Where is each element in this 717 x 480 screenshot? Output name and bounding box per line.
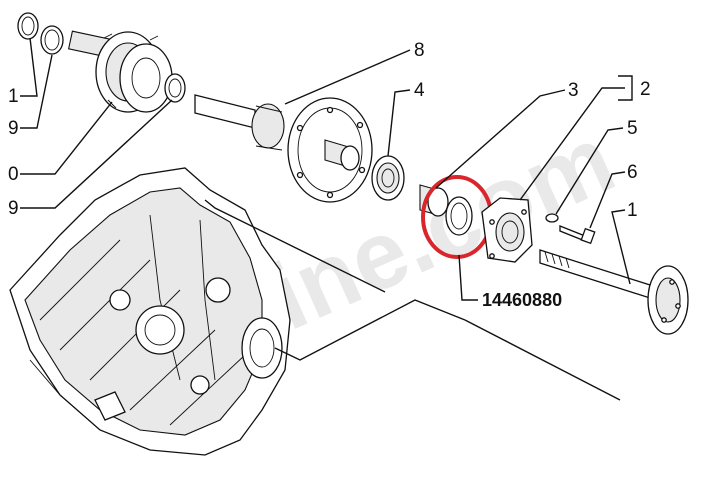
callout-label-1-right: 1 xyxy=(627,200,638,221)
oil-seal-highlighted xyxy=(445,196,473,236)
snap-ring-part-1 xyxy=(17,12,39,40)
bearing-housing-part-2 xyxy=(481,197,533,263)
callout-leaders xyxy=(20,37,633,301)
callout-label-0: 0 xyxy=(8,164,19,185)
callout-label-3: 3 xyxy=(568,80,579,101)
flange-plate xyxy=(287,97,373,203)
gearbox-housing xyxy=(9,167,291,456)
pinion-shaft xyxy=(194,94,285,151)
callout-label-6: 6 xyxy=(627,162,638,183)
bolt-part-6 xyxy=(559,225,596,245)
callout-label-9-top: 9 xyxy=(8,118,19,139)
callout-label-8: 8 xyxy=(414,40,425,61)
housing-leader-line xyxy=(274,299,466,361)
callout-label-9-bottom: 9 xyxy=(8,198,19,219)
callout-label-5: 5 xyxy=(627,118,638,139)
shaft-bracket-line xyxy=(464,319,621,401)
callout-label-2: 2 xyxy=(640,79,651,100)
bearing-part-4 xyxy=(371,155,405,201)
washer-part-9-bottom xyxy=(164,73,186,103)
snap-ring-part-9-top xyxy=(40,25,64,55)
washer-part-5 xyxy=(545,213,559,223)
housing-bracket-line xyxy=(204,199,386,293)
callout-label-4: 4 xyxy=(414,80,425,101)
callout-label-1-left: 1 xyxy=(8,86,19,107)
part-number-label: 14460880 xyxy=(482,290,562,310)
axle-shaft-part-1 xyxy=(539,249,689,335)
differential-gear-assembly xyxy=(68,30,173,113)
